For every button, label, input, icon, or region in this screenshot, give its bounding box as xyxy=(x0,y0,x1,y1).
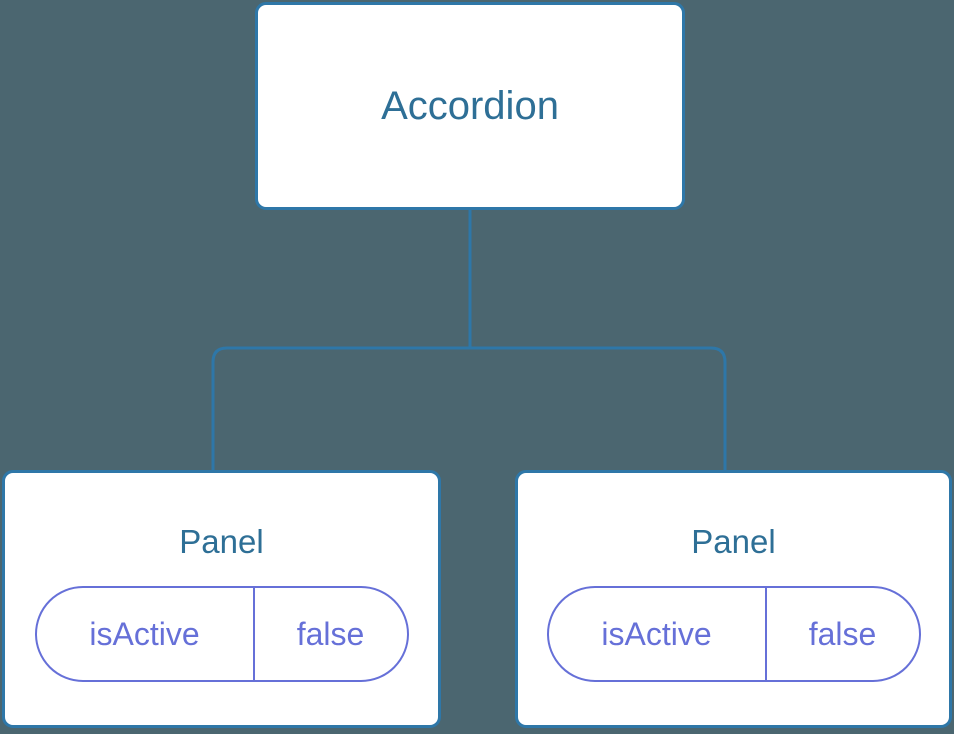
prop-badge-isactive-2[interactable]: isActive false xyxy=(546,586,921,682)
connector-branch-right xyxy=(470,346,727,472)
prop-badge-isactive-1[interactable]: isActive false xyxy=(34,586,409,682)
prop-key: isActive xyxy=(89,616,200,652)
prop-divider xyxy=(764,588,767,680)
node-panel-1[interactable]: Panel isActive false xyxy=(2,470,441,728)
prop-value: false xyxy=(808,616,877,652)
prop-key: isActive xyxy=(601,616,712,652)
prop-value: false xyxy=(296,616,365,652)
prop-divider xyxy=(252,588,255,680)
node-panel-2-label: Panel xyxy=(691,523,776,560)
node-panel-2[interactable]: Panel isActive false xyxy=(515,470,952,728)
connector-branch-left xyxy=(211,346,470,472)
node-accordion-label: Accordion xyxy=(381,84,559,128)
node-accordion[interactable]: Accordion xyxy=(255,2,685,210)
node-panel-1-label: Panel xyxy=(179,523,264,560)
